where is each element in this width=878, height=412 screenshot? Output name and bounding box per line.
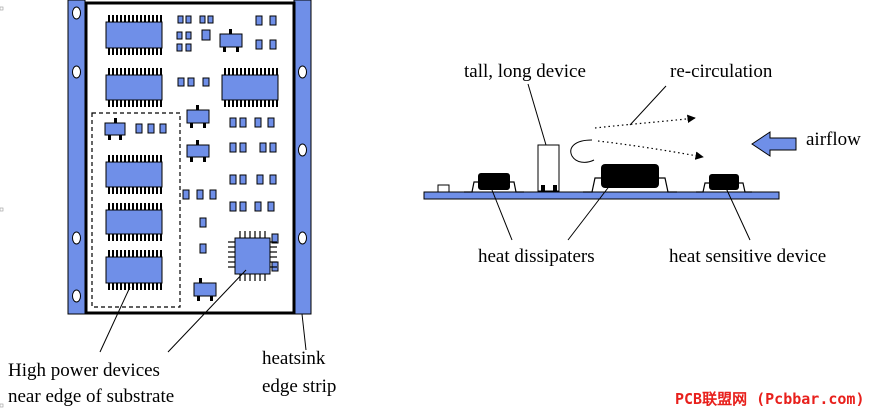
leader-high-power — [99, 286, 131, 353]
heat-dissipater-left — [464, 173, 524, 193]
sot-transistor — [186, 105, 210, 128]
soic-chips — [105, 15, 279, 290]
heat-sensitive-device — [696, 174, 752, 193]
label-high-power-line2: near edge of substrate — [8, 386, 174, 407]
edge-marker — [0, 6, 4, 11]
airflow-dotted-arrow-upper — [594, 114, 696, 129]
leader-tall-device — [527, 83, 547, 146]
small-passive — [437, 184, 450, 193]
label-airflow: airflow — [806, 129, 861, 150]
leader-heat-sensitive — [725, 187, 751, 241]
soic-chip — [221, 68, 279, 107]
soic-chip — [105, 15, 163, 55]
sot-transistor — [104, 118, 126, 140]
soic-chip — [105, 68, 163, 107]
recirculation-curl — [570, 139, 595, 163]
label-heat-dissipaters: heat dissipaters — [478, 246, 595, 267]
leader-dissipater-center — [567, 179, 615, 241]
sot-transistor — [193, 278, 217, 301]
edge-marker — [0, 207, 4, 212]
label-heatsink-line1: heatsink — [262, 348, 326, 369]
watermark-text: PCB联盟网 (Pcbbar.com) — [675, 390, 865, 408]
airflow-dotted-arrow-lower — [597, 140, 704, 160]
sot-transistor — [186, 140, 210, 162]
airflow-diagram: tall, long device re-circulation airflow… — [423, 61, 861, 267]
heat-dissipater-center — [583, 164, 677, 193]
right-heatsink-strip — [293, 0, 312, 315]
label-tall-device: tall, long device — [464, 61, 586, 82]
sot-transistor — [219, 29, 243, 52]
label-heatsink-line2: edge strip — [262, 376, 336, 397]
soic-chip — [105, 155, 163, 194]
airflow-arrow — [751, 131, 797, 157]
soic-chip — [105, 250, 163, 290]
edge-marker — [0, 403, 4, 408]
leader-heatsink — [301, 313, 307, 351]
label-heat-sensitive: heat sensitive device — [669, 246, 826, 267]
label-recirculation: re-circulation — [670, 61, 773, 82]
tall-long-device — [537, 144, 560, 192]
leader-qfp — [167, 269, 247, 353]
passive-components — [135, 15, 279, 272]
soic-chip — [105, 203, 163, 241]
leader-recirculation — [629, 85, 667, 126]
left-heatsink-strip — [67, 0, 86, 315]
label-high-power-line1: High power devices — [8, 360, 160, 381]
substrate-diagram: High power devices near edge of substrat… — [8, 0, 336, 407]
high-power-region — [91, 112, 181, 308]
qfp-chip — [228, 231, 277, 281]
sot-transistors — [104, 29, 243, 301]
leader-dissipater-left — [491, 189, 513, 241]
